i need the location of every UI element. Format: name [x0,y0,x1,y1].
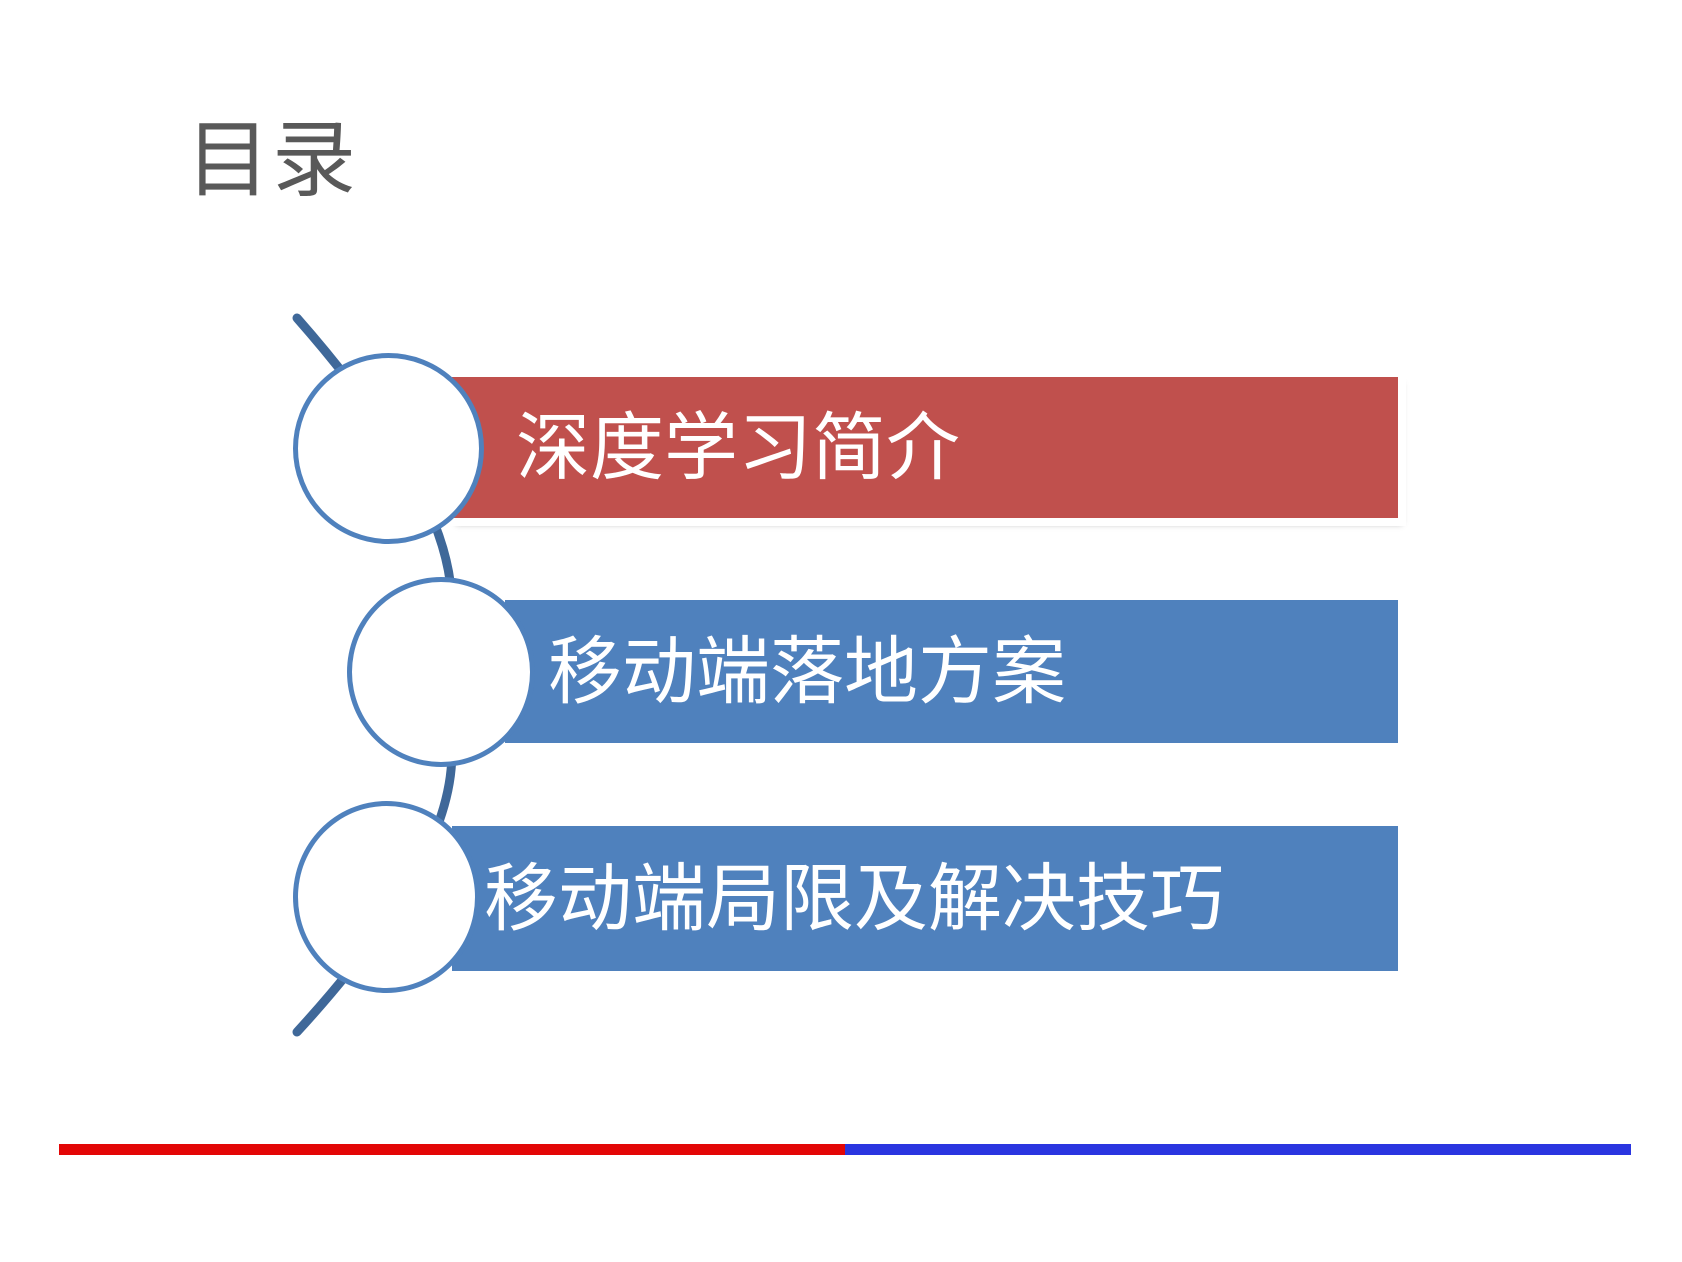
toc-item-label: 深度学习简介 [516,404,960,491]
toc-item-2[interactable]: 移动端落地方案 [505,600,1398,743]
toc-item-label: 移动端局限及解决技巧 [484,855,1224,942]
page-title: 目录 [186,111,359,209]
toc-item-1[interactable]: 深度学习简介 [444,369,1406,526]
footer-bar-blue [845,1144,1631,1155]
circle-marker-2 [347,577,535,767]
toc-item-label: 移动端落地方案 [548,628,1066,715]
circle-marker-3 [293,801,480,993]
footer-bar-red [59,1144,845,1155]
circle-marker-1 [293,353,484,544]
toc-item-3[interactable]: 移动端局限及解决技巧 [452,826,1398,971]
